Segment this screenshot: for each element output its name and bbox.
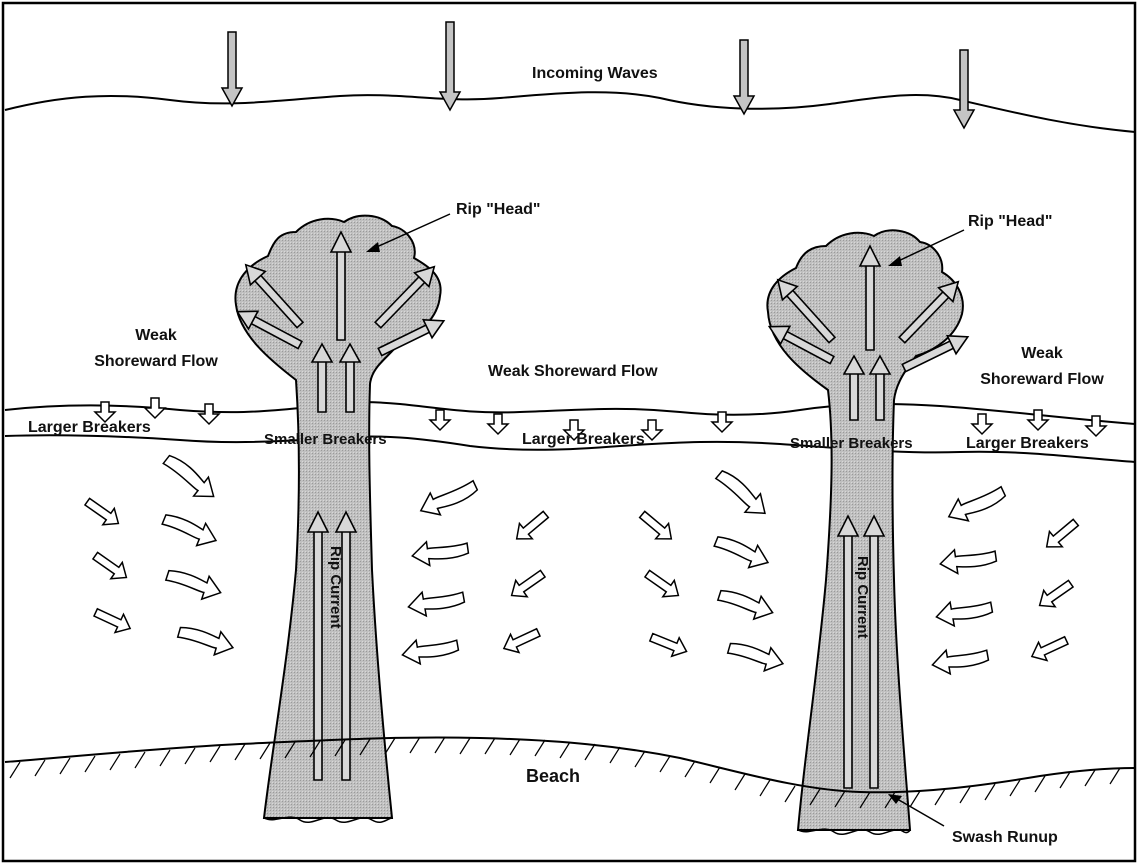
rip-arrow — [844, 534, 852, 788]
weak-flow-arrow — [642, 420, 662, 440]
rip-arrow — [314, 530, 322, 780]
weak-flow-right-label-line1: Weak — [1021, 345, 1063, 362]
feeder-current-arrows — [82, 450, 1083, 677]
weak-flow-arrow — [145, 398, 165, 418]
rip-current-left — [233, 216, 449, 823]
feeder-arrow — [400, 633, 459, 666]
rip-arrow — [866, 258, 874, 350]
incoming-wave-arrow — [734, 40, 754, 114]
feeder-arrow — [1034, 575, 1077, 613]
feeder-arrow — [642, 565, 685, 603]
feeder-arrow — [711, 466, 772, 523]
incoming-waves-label: Incoming Waves — [532, 65, 658, 82]
weak-flow-left-label-line2: Shoreward Flow — [94, 353, 218, 370]
rip-arrow — [850, 372, 858, 420]
swash-runup-label: Swash Runup — [952, 829, 1058, 846]
rip-head-left-label: Rip "Head" — [456, 201, 541, 218]
weak-flow-arrow — [972, 414, 992, 434]
feeder-arrow — [934, 595, 993, 628]
feeder-arrow — [636, 507, 678, 547]
incoming-wave-arrow — [440, 22, 460, 110]
feeder-arrow — [159, 450, 221, 506]
feeder-arrow — [176, 621, 236, 660]
feeder-arrow — [506, 565, 549, 603]
smaller-breakers-right-label: Smaller Breakers — [790, 435, 913, 452]
rip-arrow — [337, 244, 345, 340]
weak-flow-right-label-line2: Shoreward Flow — [980, 371, 1104, 388]
weak-flow-arrow — [199, 404, 219, 424]
larger-breakers-center-label: Larger Breakers — [522, 431, 645, 448]
beach-label: Beach — [526, 766, 580, 786]
rip-head-right-label: Rip "Head" — [968, 213, 1053, 230]
larger-breakers-left-label: Larger Breakers — [28, 419, 151, 436]
feeder-arrow — [90, 547, 133, 585]
weak-flow-arrow — [488, 414, 508, 434]
weak-flow-arrow — [1028, 410, 1048, 430]
feeder-arrow — [716, 584, 777, 624]
smaller-breakers-left-label: Smaller Breakers — [264, 431, 387, 448]
weak-flow-arrow — [430, 410, 450, 430]
feeder-arrow — [164, 564, 225, 604]
incoming-wave-arrow — [222, 32, 242, 106]
rip-current-right — [765, 230, 973, 834]
feeder-arrow — [91, 603, 134, 637]
feeder-arrow — [411, 536, 470, 568]
rip-arrow — [346, 360, 354, 412]
larger-breakers-right-label: Larger Breakers — [966, 435, 1089, 452]
feeder-arrow — [939, 544, 998, 576]
feeder-arrow — [510, 507, 552, 547]
rip-current-left-label: Rip Current — [327, 546, 344, 629]
rip-arrow — [318, 360, 326, 412]
feeder-arrow — [944, 480, 1009, 527]
feeder-arrow — [500, 623, 543, 657]
feeder-arrow — [712, 530, 773, 573]
feeder-arrow — [726, 637, 786, 676]
feeder-arrow — [1040, 515, 1082, 555]
feeder-arrow — [1028, 631, 1071, 665]
feeder-arrow — [648, 628, 691, 661]
incoming-wave-arrow — [954, 50, 974, 128]
rip-arrow — [876, 372, 884, 420]
feeder-arrow — [82, 493, 125, 531]
weak-flow-left-label-line1: Weak — [135, 327, 177, 344]
feeder-arrow — [930, 643, 989, 676]
rip-current-right-body — [767, 230, 963, 830]
weak-flow-center-label: Weak Shoreward Flow — [488, 363, 658, 380]
feeder-arrow — [406, 585, 465, 618]
feeder-arrow — [160, 508, 221, 551]
rip-current-right-label: Rip Current — [854, 556, 871, 639]
feeder-arrow — [416, 474, 481, 521]
